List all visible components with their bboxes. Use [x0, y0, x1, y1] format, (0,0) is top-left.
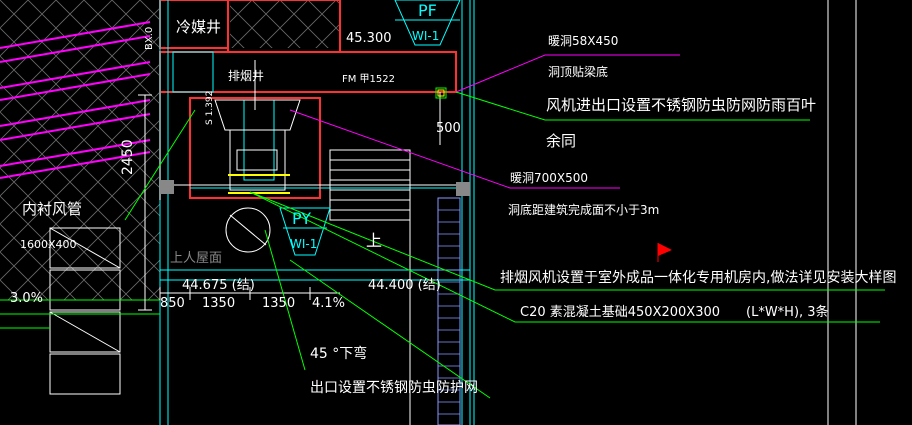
- label-duct-size: 1600X400: [20, 238, 77, 251]
- label-same-note: 余同: [546, 132, 576, 150]
- label-cold-coal-well: 冷媒井: [176, 18, 221, 36]
- label-elev-45300: 45.300: [346, 31, 392, 46]
- label-exhaust-note: 排烟风机设置于室外成品一体化专用机房内,做法详见安装大样图: [500, 269, 896, 286]
- label-fan-note: 风机进出口设置不锈钢防虫防网防雨百叶: [546, 96, 816, 114]
- left-duct-boxes: [49, 227, 121, 395]
- leader-lines: [124, 54, 885, 399]
- red-flag: [658, 243, 672, 256]
- hatch-area-shaft: [230, 0, 340, 48]
- label-fm-door: FM 甲1522: [342, 74, 395, 85]
- label-inner-duct: 内衬风管: [22, 200, 82, 218]
- stairs: [329, 149, 411, 221]
- hole-mark-top: [435, 87, 447, 99]
- column-right: [456, 182, 470, 196]
- label-py-tag: PY: [292, 209, 311, 228]
- label-slope-mid: 4.1%: [312, 296, 345, 311]
- label-hole-top: 暖洞58X450: [548, 34, 618, 48]
- label-hole-mid: 暖洞700X500: [510, 171, 588, 185]
- label-s-mark: S 1.392: [205, 91, 215, 125]
- label-dim-1350a: 1350: [202, 296, 235, 311]
- label-dim-500: 500: [436, 121, 461, 136]
- magenta-duct-lines: [0, 21, 151, 179]
- label-slope-left: 3.0%: [10, 291, 43, 306]
- label-vertical-mark: BX.0: [144, 27, 155, 50]
- label-roof: 上人屋面: [170, 251, 222, 266]
- label-hole-mid-note: 洞底距建筑完成面不小于3m: [508, 202, 659, 217]
- fan-unit: [214, 60, 301, 253]
- label-bend: 45 °下弯: [310, 345, 367, 362]
- stair-strip-hatch: [438, 209, 460, 415]
- label-pf-tag: PF: [418, 1, 437, 20]
- hole-mark-yellow: [437, 89, 445, 97]
- py-marker: [279, 207, 331, 256]
- label-elev-left: 44.675 (结): [182, 278, 255, 293]
- hatch-area-left: [0, 0, 160, 300]
- left-green-lines: [0, 299, 160, 329]
- label-dim-2450: 2450: [120, 139, 136, 175]
- stair-strip: [437, 197, 461, 425]
- label-elev-right: 44.400 (结): [368, 278, 441, 293]
- dimension-lines: [138, 92, 441, 311]
- label-hole-top-note: 洞顶贴梁底: [548, 64, 608, 79]
- label-foundation: C20 素混凝土基础450X200X300: [520, 304, 720, 320]
- label-dim-1350b: 1350: [262, 296, 295, 311]
- label-lwh: (L*W*H), 3条: [746, 304, 829, 320]
- label-dim-850: 850: [160, 296, 185, 311]
- label-up-mark: 上: [366, 231, 382, 250]
- column-left: [160, 180, 174, 194]
- pf-marker: [394, 0, 461, 46]
- label-outlet-note: 出口设置不锈钢防虫防护网: [310, 380, 478, 396]
- label-pf-id: WI-1: [412, 29, 439, 43]
- label-py-id: WI-1: [290, 237, 317, 251]
- label-shaft: 排烟井: [228, 69, 264, 83]
